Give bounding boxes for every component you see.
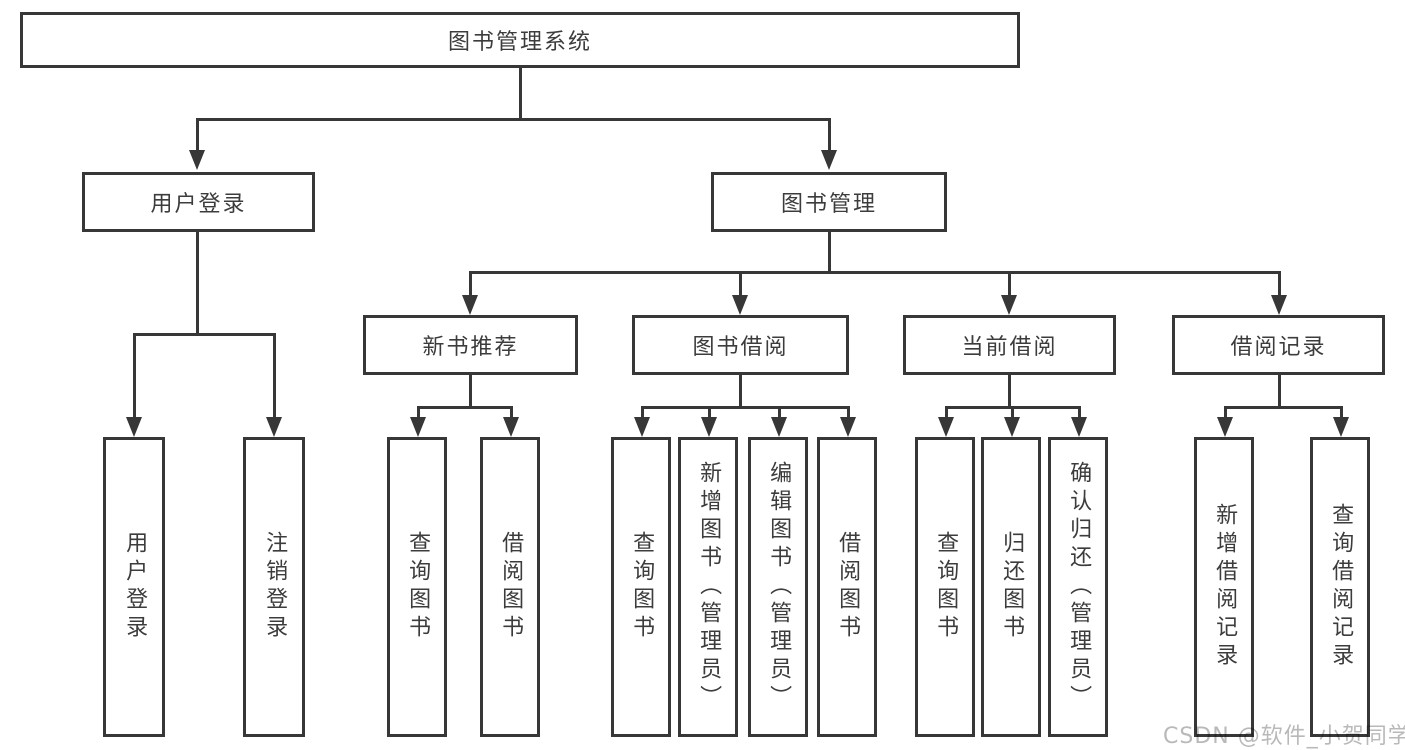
connector-line: [1078, 406, 1081, 419]
connector-line: [417, 406, 420, 419]
arrow-down-icon: [189, 150, 205, 170]
connector-line: [196, 118, 199, 152]
arrow-down-icon: [634, 417, 650, 437]
node-label: 当前借阅: [961, 335, 1058, 360]
leaf-borrow-books-recommend: 借阅图书: [480, 437, 540, 737]
connector-line: [778, 406, 781, 419]
connector-line: [417, 406, 513, 409]
connector-line: [196, 118, 831, 121]
arrow-down-icon: [462, 295, 478, 315]
leaf-user-login: 用户登录: [103, 437, 165, 737]
connector-line: [273, 333, 276, 419]
arrow-down-icon: [771, 417, 787, 437]
arrow-down-icon: [1004, 417, 1020, 437]
node-borrowing-records: 借阅记录: [1172, 315, 1385, 375]
node-label: 用户登录: [150, 192, 247, 217]
node-label: 借阅图书: [835, 531, 861, 643]
arrow-down-icon: [1333, 417, 1349, 437]
leaf-add-book-admin: 新增图书（管理员）: [678, 437, 738, 737]
arrow-down-icon: [732, 295, 748, 315]
node-label: 图书管理: [780, 192, 877, 217]
connector-line: [847, 406, 850, 419]
node-label: 图书管理系统: [447, 30, 592, 55]
arrow-down-icon: [1271, 295, 1287, 315]
node-user-login: 用户登录: [82, 172, 315, 232]
connector-line: [828, 232, 831, 274]
node-label: 新书推荐: [422, 335, 519, 360]
node-label: 用户登录: [122, 531, 148, 643]
connector-line: [469, 375, 472, 408]
leaf-edit-book-admin: 编辑图书（管理员）: [748, 437, 808, 737]
connector-line: [1011, 406, 1014, 419]
leaf-query-borrow-record: 查询借阅记录: [1310, 437, 1370, 737]
connector-line: [510, 406, 513, 419]
connector-line: [708, 406, 711, 419]
connector-line: [945, 406, 948, 419]
connector-line: [739, 375, 742, 408]
node-book-management: 图书管理: [711, 172, 947, 232]
node-label: 新增借阅记录: [1212, 503, 1238, 671]
connector-line: [641, 406, 850, 409]
leaf-query-books-recommend: 查询图书: [387, 437, 447, 737]
node-book-borrowing: 图书借阅: [632, 315, 849, 375]
connector-line: [469, 271, 1281, 274]
connector-line: [519, 68, 522, 120]
connector-line: [1008, 271, 1011, 297]
arrow-down-icon: [1217, 417, 1233, 437]
connector-line: [1008, 375, 1011, 408]
leaf-query-books-current: 查询图书: [915, 437, 975, 737]
connector-line: [739, 271, 742, 297]
node-library-system-root: 图书管理系统: [20, 12, 1020, 68]
arrow-down-icon: [840, 417, 856, 437]
connector-line: [196, 232, 199, 335]
node-new-book-recommend: 新书推荐: [363, 315, 578, 375]
node-label: 借阅记录: [1230, 335, 1327, 360]
connector-line: [133, 333, 136, 419]
node-label: 注销登录: [262, 531, 288, 643]
leaf-confirm-return-admin: 确认归还（管理员）: [1048, 437, 1108, 737]
node-current-borrowing: 当前借阅: [903, 315, 1116, 375]
connector-line: [1224, 406, 1227, 419]
node-label: 查询借阅记录: [1328, 503, 1354, 671]
arrow-down-icon: [1071, 417, 1087, 437]
connector-line: [1224, 406, 1343, 409]
leaf-logout: 注销登录: [243, 437, 305, 737]
leaf-borrow-books-borrowing: 借阅图书: [817, 437, 877, 737]
csdn-watermark: CSDN @软件_小贺同学: [1163, 724, 1405, 749]
node-label: 编辑图书（管理员）: [766, 461, 792, 713]
arrow-down-icon: [701, 417, 717, 437]
arrow-down-icon: [1001, 295, 1017, 315]
arrow-down-icon: [821, 150, 837, 170]
node-label: 查询图书: [933, 531, 959, 643]
connector-line: [1340, 406, 1343, 419]
connector-line: [1278, 375, 1281, 408]
node-label: 查询图书: [405, 531, 431, 643]
node-label: 图书借阅: [692, 335, 789, 360]
connector-line: [828, 118, 831, 152]
node-label: 查询图书: [629, 531, 655, 643]
connector-line: [133, 333, 276, 336]
arrow-down-icon: [126, 417, 142, 437]
node-label: 新增图书（管理员）: [696, 461, 722, 713]
arrow-down-icon: [410, 417, 426, 437]
node-label: 归还图书: [999, 531, 1025, 643]
leaf-add-borrow-record: 新增借阅记录: [1194, 437, 1254, 737]
connector-line: [469, 271, 472, 297]
connector-line: [1278, 271, 1281, 297]
arrow-down-icon: [938, 417, 954, 437]
leaf-query-books-borrowing: 查询图书: [611, 437, 671, 737]
node-label: 借阅图书: [498, 531, 524, 643]
arrow-down-icon: [503, 417, 519, 437]
connector-line: [641, 406, 644, 419]
node-label: 确认归还（管理员）: [1066, 461, 1092, 713]
arrow-down-icon: [266, 417, 282, 437]
leaf-return-books: 归还图书: [981, 437, 1041, 737]
